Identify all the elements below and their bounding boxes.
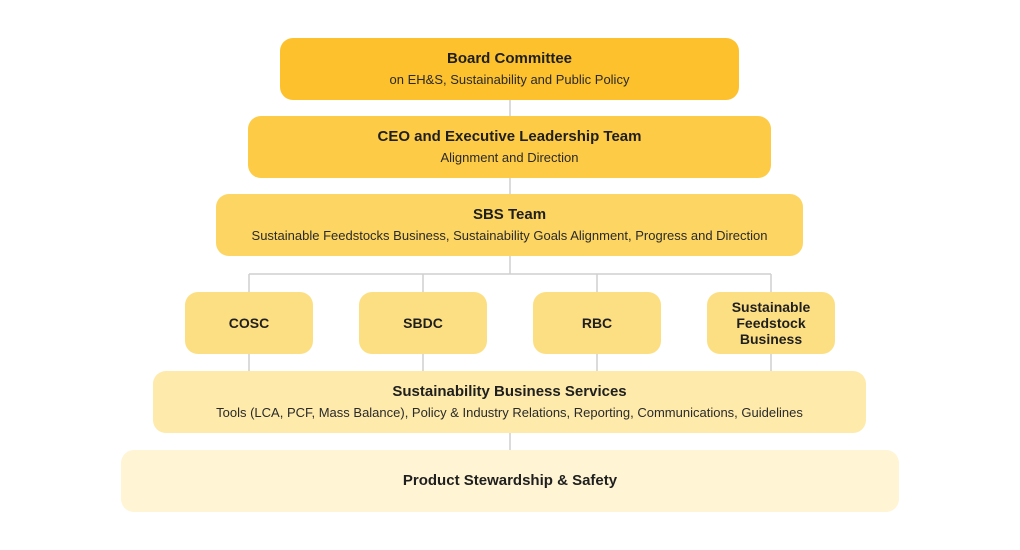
sbs-team-title: SBS Team (472, 206, 547, 223)
council-title: Sustainable Feedstock Business (731, 299, 811, 347)
ceo-team-box: CEO and Executive Leadership Team Alignm… (248, 116, 771, 178)
product-stewardship-box: Product Stewardship & Safety (121, 450, 899, 512)
ceo-team-title: CEO and Executive Leadership Team (377, 128, 642, 145)
council-box-rbc: RBC (533, 292, 661, 354)
council-box-sbdc: SBDC (359, 292, 487, 354)
council-title: COSC (228, 315, 270, 331)
business-services-title: Sustainability Business Services (392, 383, 627, 400)
business-services-box: Sustainability Business Services Tools (… (153, 371, 866, 433)
board-committee-title: Board Committee (446, 50, 573, 67)
sbs-team-subtitle: Sustainable Feedstocks Business, Sustain… (251, 228, 768, 243)
council-title: RBC (581, 315, 613, 331)
business-services-subtitle: Tools (LCA, PCF, Mass Balance), Policy &… (216, 405, 803, 420)
sbs-team-box: SBS Team Sustainable Feedstocks Business… (216, 194, 803, 256)
council-box-cosc: COSC (185, 292, 313, 354)
council-title: SBDC (403, 315, 443, 331)
board-committee-subtitle: on EH&S, Sustainability and Public Polic… (389, 72, 630, 87)
board-committee-box: Board Committee on EH&S, Sustainability … (280, 38, 739, 100)
product-stewardship-title: Product Stewardship & Safety (402, 472, 618, 489)
council-box-sustainable-feedstock-business: Sustainable Feedstock Business (707, 292, 835, 354)
ceo-team-subtitle: Alignment and Direction (440, 150, 579, 165)
